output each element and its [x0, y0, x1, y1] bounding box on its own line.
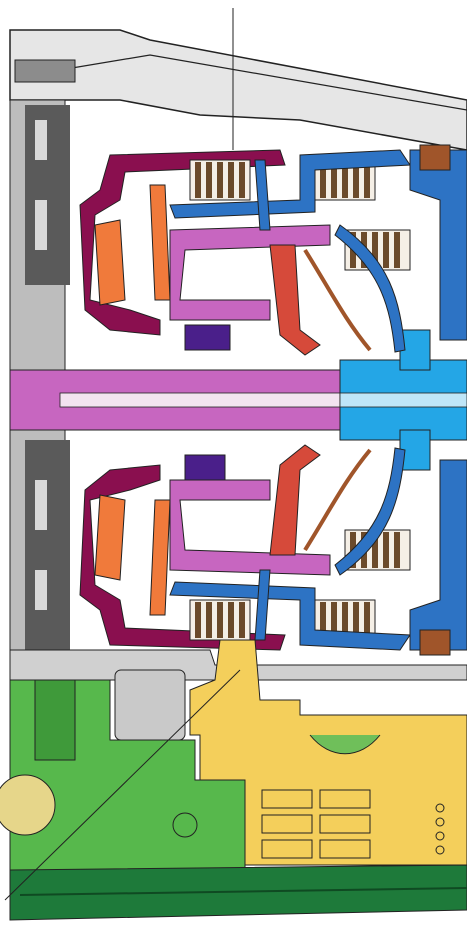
- housing-lower-block: [114, 669, 186, 741]
- housing-top-inner-line: [59, 54, 467, 111]
- housing-top-shell: [9, 29, 467, 151]
- green-gear: [0, 774, 56, 836]
- housing-left-slot-4: [35, 570, 47, 610]
- blue-arm-top: [254, 159, 271, 231]
- purple-bearing-bottom: [184, 454, 226, 481]
- yellow-holes: [435, 803, 445, 855]
- bottom-leader-line: [4, 669, 241, 901]
- housing-left-dark-block-bottom: [25, 440, 70, 650]
- front-drum-top: [79, 149, 331, 356]
- blue-right-drum-bottom: [409, 459, 467, 651]
- orange-spring-bottom: [149, 499, 171, 616]
- orange-hub-bottom: [94, 494, 126, 581]
- orange-hub-top: [94, 219, 126, 306]
- clutch-pack-bottom-left: [189, 599, 251, 641]
- blue-right-drum-top: [409, 149, 467, 341]
- green-column: [34, 679, 76, 761]
- yellow-plate-4: [319, 789, 371, 809]
- green-base-line: [19, 887, 467, 896]
- blue-arm-bottom: [254, 569, 271, 641]
- red-arm-bottom: [269, 444, 321, 556]
- yellow-wave-detail: [309, 734, 381, 755]
- blue-arc-bottom: [334, 447, 406, 576]
- yellow-assembly: [189, 639, 467, 866]
- clutch-pack-top-left: [189, 159, 251, 201]
- housing-bolt: [14, 59, 76, 83]
- brown-link-top: [303, 248, 372, 352]
- yellow-plate-3: [261, 839, 313, 859]
- yellow-plate-2: [261, 814, 313, 834]
- green-assembly: [0, 679, 467, 921]
- front-drum-bottom: [79, 444, 331, 651]
- brown-links: [303, 144, 451, 656]
- housing-left-slot-3: [35, 480, 47, 530]
- pink-piston-top: [169, 224, 331, 321]
- pink-piston-bottom: [169, 479, 331, 576]
- housing-left-dark-block-top: [25, 105, 70, 285]
- brown-bracket-top-right: [419, 144, 451, 171]
- main-shaft: [9, 329, 467, 471]
- green-knob: [172, 812, 198, 838]
- housing-left-slot-1: [35, 120, 47, 160]
- shaft-cyan-bore: [339, 392, 467, 408]
- yellow-plate-5: [319, 814, 371, 834]
- blue-arc-top: [334, 224, 406, 353]
- yellow-plate-6: [319, 839, 371, 859]
- orange-spring-top: [149, 184, 171, 301]
- housing-left-slot-2: [35, 200, 47, 250]
- brown-link-bottom: [303, 448, 372, 552]
- purple-bearing-top: [184, 324, 231, 351]
- brown-bracket-bottom-right: [419, 629, 451, 656]
- shaft-center-bore: [59, 392, 361, 408]
- red-arm-top: [269, 244, 321, 356]
- leader-lines: [4, 8, 241, 901]
- yellow-plate-1: [261, 789, 313, 809]
- rear-drum-blue: [169, 149, 467, 651]
